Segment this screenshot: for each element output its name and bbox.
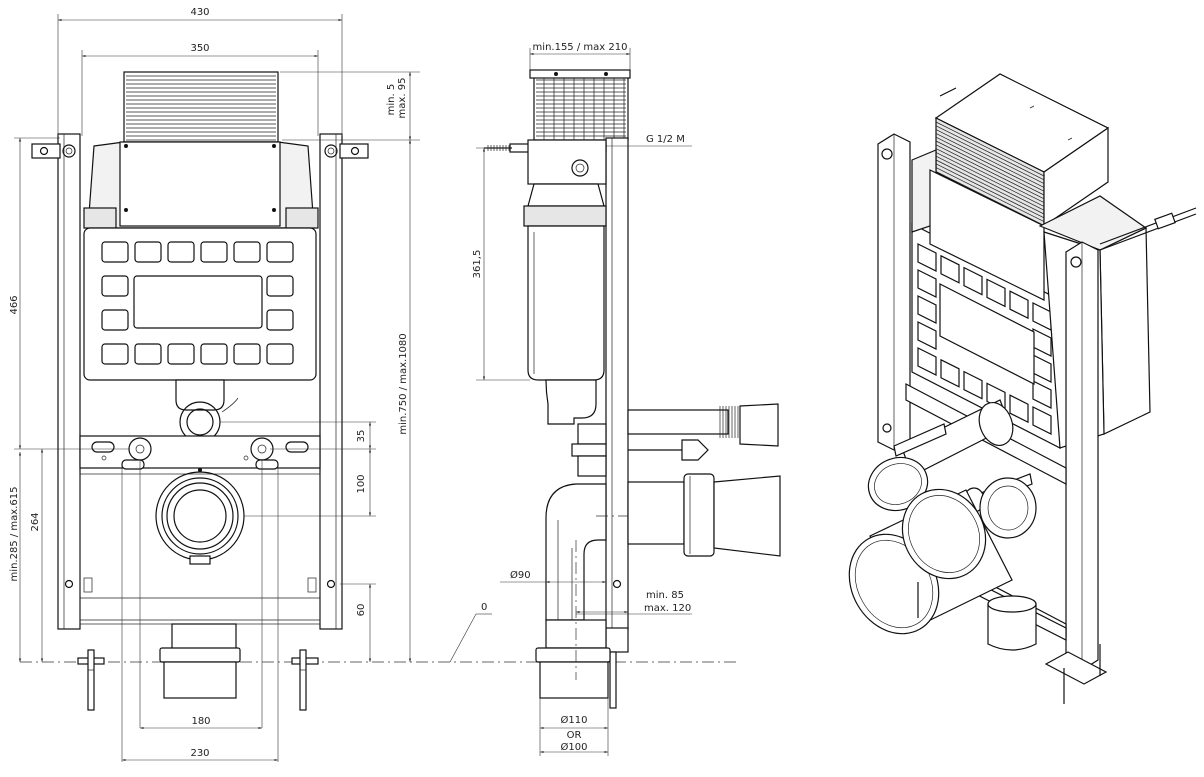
dim-100: 100 [356, 474, 367, 493]
dim-430: 430 [190, 7, 209, 18]
flush-bend [545, 379, 597, 425]
dia-110: Ø110 [561, 714, 588, 726]
iso-tank-side [1099, 227, 1151, 435]
drain-socket [683, 473, 715, 557]
zero-level: 0 [481, 602, 487, 613]
dim-35: 35 [356, 430, 367, 443]
front-grille [123, 71, 279, 143]
left-rail [57, 133, 81, 630]
flush-pipe [175, 379, 225, 411]
left-bracket [31, 143, 76, 159]
dim-230: 230 [190, 748, 209, 759]
bolt-bar [79, 435, 321, 469]
flush-plate-opening [133, 275, 263, 329]
dim-drain-height: min.285 / max.615 [9, 487, 20, 582]
drain-horizontal [627, 481, 685, 545]
flush-pipe-side [627, 409, 729, 435]
isometric-view [848, 73, 1197, 704]
dia-90: Ø90 [510, 569, 531, 581]
dim-180: 180 [191, 716, 210, 727]
cistern-tank [527, 225, 605, 381]
cistern-upper [527, 139, 607, 185]
left-foot [77, 649, 105, 711]
panel-cutouts [101, 241, 294, 365]
cistern-clip-left [83, 207, 117, 229]
dim-offset: min. 85 max. 120 [644, 590, 691, 614]
side-bottom-pipe [539, 661, 609, 699]
right-foot [291, 649, 319, 711]
dim-total-height: min.750 / max.1080 [398, 333, 409, 434]
side-grille-lines [536, 78, 626, 140]
side-view: min.155 / max 210 G 1/2 M 361,5 [449, 42, 781, 756]
side-rail [605, 137, 629, 631]
grille-lines [126, 75, 276, 141]
right-bracket [324, 143, 369, 159]
front-view: 430 350 466 min.285 / max.615 264 35 100… [9, 7, 740, 762]
dim-264: 264 [30, 512, 41, 531]
drain-connector [713, 475, 781, 557]
connection-label: G 1/2 M [646, 134, 685, 145]
drain-outlet [155, 471, 245, 561]
dim-350: 350 [190, 43, 209, 54]
right-rail [319, 133, 343, 630]
dim-top-adjust: min. 5 max. 95 [386, 78, 408, 119]
bottom-pipe [163, 661, 237, 699]
dim-depth: min.155 / max 210 [533, 42, 628, 53]
cistern-clip-right [285, 207, 319, 229]
dia-100: Ø100 [561, 741, 588, 753]
cistern-cover [119, 141, 281, 227]
dim-466: 466 [9, 295, 20, 314]
iso-bottom-pipe [987, 603, 1037, 651]
dia-or: OR [567, 730, 582, 741]
dim-361: 361,5 [472, 250, 483, 279]
bottom-pipe-upper [171, 623, 237, 651]
bolt-side [681, 439, 709, 461]
dim-60: 60 [356, 604, 367, 617]
flush-connector [739, 403, 779, 447]
